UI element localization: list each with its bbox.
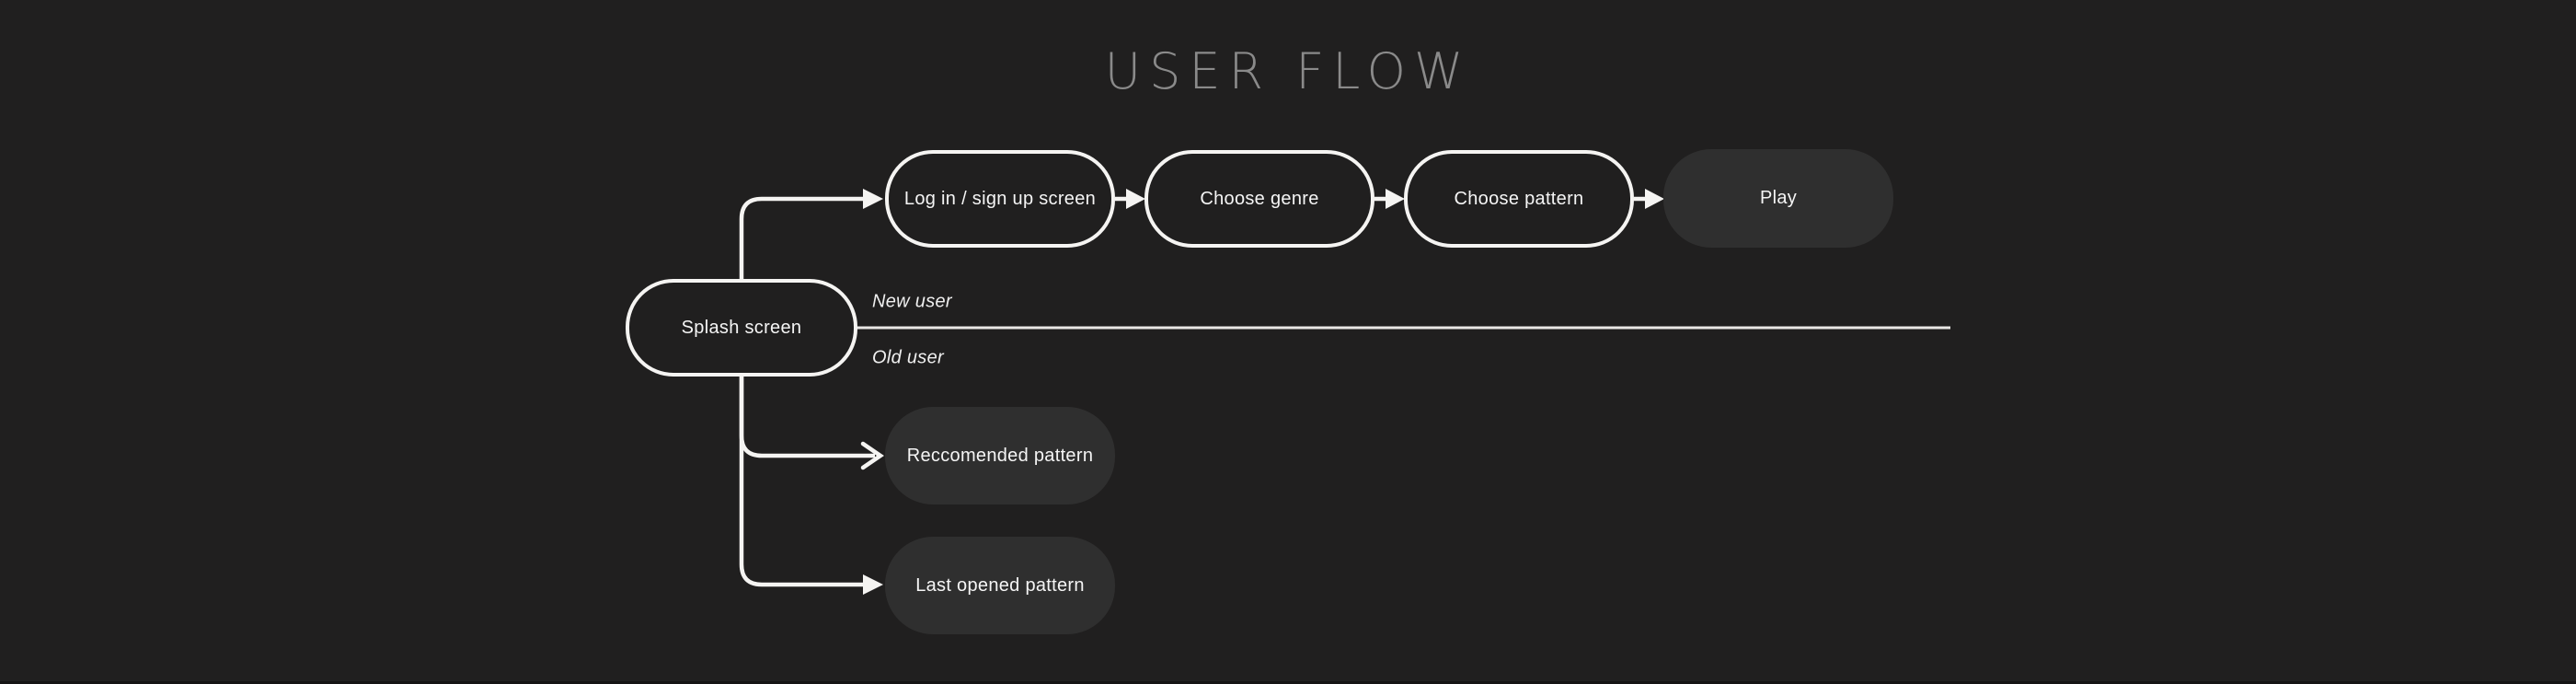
flow-node-login-signup-screen[interactable]: Log in / sign up screen: [885, 150, 1115, 248]
flow-node-choose-genre[interactable]: Choose genre: [1144, 150, 1374, 248]
edge-splash-to-login: [739, 189, 883, 279]
flow-node-last-opened-pattern[interactable]: Last opened pattern: [885, 537, 1115, 634]
flow-node-play[interactable]: Play: [1663, 149, 1893, 248]
edge-login-to-genre: [1115, 189, 1145, 209]
arrowhead-icon: [860, 441, 884, 470]
flow-node-recommended-pattern[interactable]: Reccomended pattern: [885, 407, 1115, 504]
bottom-edge-strip: [0, 681, 2576, 684]
branch-label-old-user: Old user: [872, 347, 944, 368]
page-title: USER FLOW: [1104, 42, 1472, 100]
branch-label-new-user: New user: [872, 291, 952, 312]
edge-genre-to-pattern: [1374, 189, 1405, 209]
arrowhead-icon: [1126, 189, 1145, 209]
flow-node-splash-screen[interactable]: Splash screen: [626, 279, 857, 377]
edge-line: [739, 377, 865, 587]
arrowhead-icon: [1386, 189, 1405, 209]
node-label: Last opened pattern: [915, 574, 1085, 596]
node-label: Play: [1759, 188, 1798, 208]
edge-splash-to-last-opened: [739, 377, 883, 595]
node-label: Reccomended pattern: [906, 445, 1094, 466]
node-label: Splash screen: [681, 317, 802, 338]
flow-node-choose-pattern[interactable]: Choose pattern: [1404, 150, 1634, 248]
edge-line: [739, 196, 865, 279]
edge-pattern-to-play: [1634, 189, 1664, 209]
edge-splash-to-recommended: [739, 377, 884, 470]
edge-line: [739, 377, 875, 458]
arrowhead-icon: [1645, 189, 1664, 209]
node-label: Choose pattern: [1454, 188, 1584, 209]
node-label: Choose genre: [1200, 188, 1319, 209]
arrowhead-icon: [863, 574, 883, 595]
node-label: Log in / sign up screen: [903, 188, 1097, 209]
arrowhead-icon: [863, 189, 883, 209]
